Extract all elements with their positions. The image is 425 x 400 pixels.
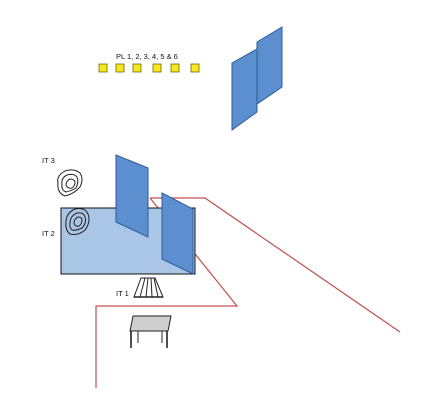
contour-target-it3 [57, 169, 83, 197]
stool-it1 [133, 277, 164, 298]
marker-square-5 [170, 63, 180, 73]
it2-label: IT 2 [42, 229, 55, 238]
marker-square-1 [98, 63, 108, 73]
it1-label: IT 1 [116, 289, 129, 298]
pl-label: PL 1, 2, 3, 4, 5 & 6 [116, 52, 178, 61]
it3-label: IT 3 [42, 156, 55, 165]
marker-square-2 [115, 63, 125, 73]
blue-panel-upper-front [231, 48, 258, 131]
upper-panel-pair [231, 26, 283, 131]
marker-square-4 [152, 63, 162, 73]
table-top [129, 315, 172, 332]
marker-square-6 [190, 63, 200, 73]
table [129, 315, 172, 348]
center-panels [115, 154, 194, 275]
pl-markers [98, 63, 200, 73]
marker-square-3 [132, 63, 142, 73]
blue-panel-center-left [115, 154, 149, 238]
blue-panel-upper-back [256, 26, 283, 105]
blue-panel-center-right [161, 192, 194, 275]
contour-target-it2 [65, 208, 90, 235]
